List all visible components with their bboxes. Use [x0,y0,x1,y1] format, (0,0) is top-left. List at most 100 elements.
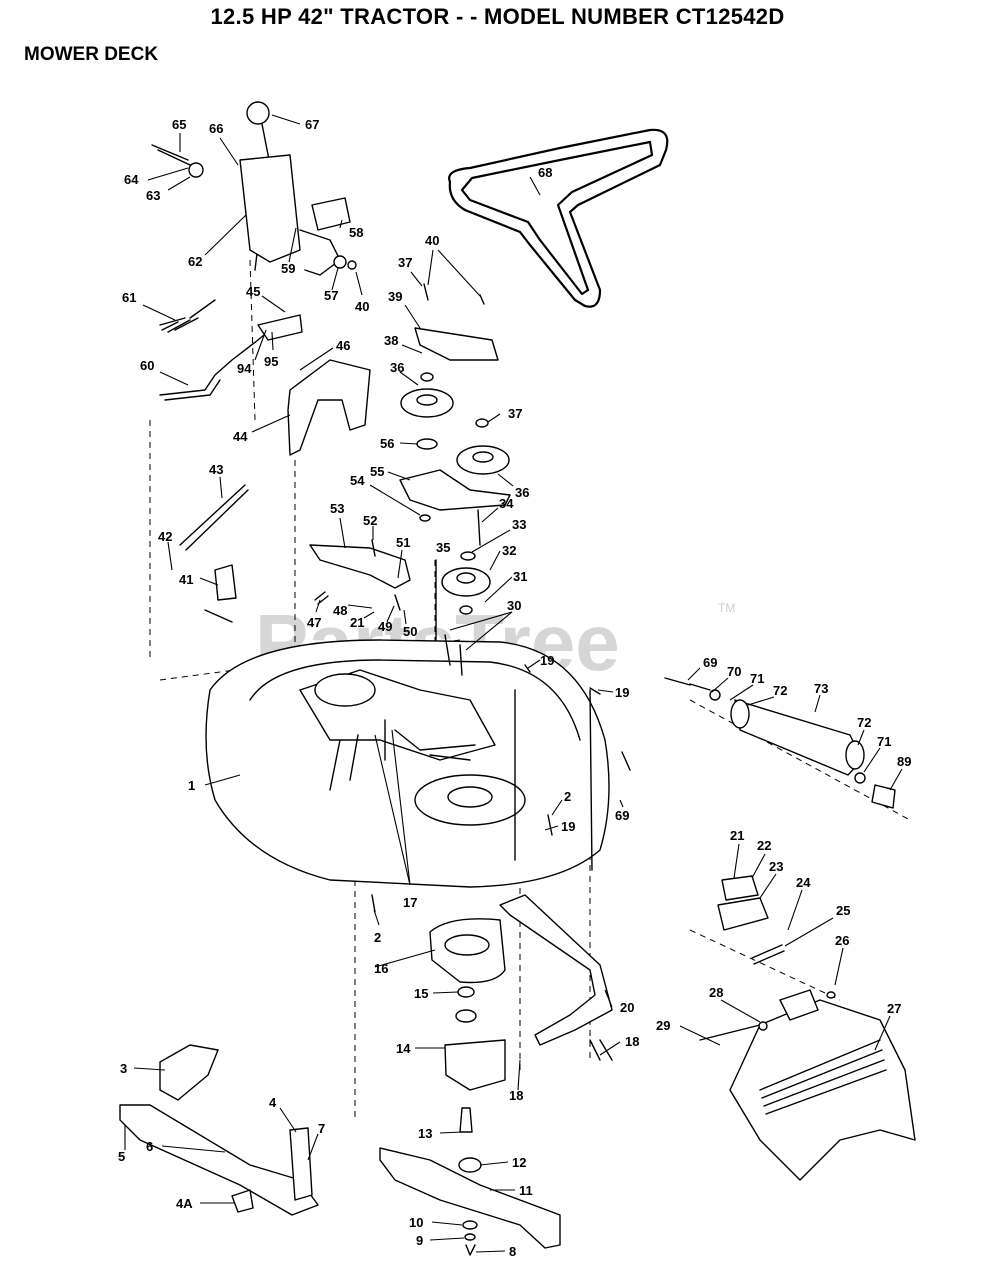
callout-15: 15 [414,986,428,1001]
callout-94: 94 [237,361,252,376]
callout-40-lower: 40 [355,299,369,314]
callout-14: 14 [396,1041,411,1056]
callout-17: 17 [403,895,417,910]
callout-labels: 67 65 66 64 63 62 59 58 57 40 40 37 39 3… [118,117,911,1259]
callout-62: 62 [188,254,202,269]
callout-52: 52 [363,513,377,528]
callout-38: 38 [384,333,398,348]
callout-50: 50 [403,624,417,639]
page-title: 12.5 HP 42" TRACTOR - - MODEL NUMBER CT1… [210,4,785,29]
rear-roller-assembly [664,677,896,809]
callout-60: 60 [140,358,154,373]
callout-37-lower: 37 [508,406,522,421]
callout-19-b: 19 [615,685,629,700]
callout-72-upper: 72 [773,683,787,698]
chute-hinge-assembly [699,875,836,1041]
callout-41: 41 [179,572,193,587]
callout-49: 49 [378,619,392,634]
callout-73: 73 [814,681,828,696]
callout-59: 59 [281,261,295,276]
discharge-chute-27 [729,989,916,1181]
callout-16: 16 [374,961,388,976]
callout-64: 64 [124,172,139,187]
callout-22: 22 [757,838,771,853]
callout-29: 29 [656,1018,670,1033]
belt-cover-44 [287,359,371,456]
spindle-14 [444,986,506,1173]
mower-deck-housing [205,639,610,888]
callout-2-lower: 2 [374,930,381,945]
callout-69-upper: 69 [703,655,717,670]
callout-21-upper: 21 [350,615,364,630]
callout-10: 10 [409,1215,423,1230]
callout-55: 55 [370,464,384,479]
callout-89: 89 [897,754,911,769]
callout-45: 45 [246,284,260,299]
lift-spring-and-link [159,299,303,401]
callout-4A: 4A [176,1196,193,1211]
callout-66: 66 [209,121,223,136]
callout-51: 51 [396,535,410,550]
lift-lever-assembly [151,101,357,276]
callout-69-lower: 69 [615,808,629,823]
callout-5: 5 [118,1149,125,1164]
front-hanger-arm-20 [499,894,613,1046]
callout-7: 7 [318,1121,325,1136]
callout-32: 32 [502,543,516,558]
callout-53: 53 [330,501,344,516]
callout-34: 34 [499,496,514,511]
callout-24: 24 [796,875,811,890]
callout-46: 46 [336,338,350,353]
callout-56: 56 [380,436,394,451]
callout-11: 11 [519,1183,533,1198]
callout-4: 4 [269,1095,277,1110]
callout-54: 54 [350,473,365,488]
callout-71-upper: 71 [750,671,764,686]
mower-blade-11 [379,1147,561,1249]
callout-leader-lines [124,114,903,1253]
callout-36-lower: 36 [515,485,529,500]
callout-58: 58 [349,225,363,240]
callout-26: 26 [835,933,849,948]
callout-63: 63 [146,188,160,203]
blade-bolt-8 [465,1244,476,1256]
idler-pulley-assembly [399,327,511,691]
callout-19-a: 19 [540,653,554,668]
callout-42: 42 [158,529,172,544]
callout-35: 35 [436,540,450,555]
callout-6: 6 [146,1139,153,1154]
drive-belt-68 [448,128,669,308]
idler-arm-53 [309,544,411,589]
front-stabilizer-bracket [119,1044,319,1216]
callout-25: 25 [836,903,850,918]
callout-13: 13 [418,1126,432,1141]
callout-23: 23 [769,859,783,874]
callout-12: 12 [512,1155,526,1170]
callout-30: 30 [507,598,521,613]
callout-18-upper: 18 [625,1034,639,1049]
callout-70: 70 [727,664,741,679]
callout-18-lower: 18 [509,1088,523,1103]
callout-19-c: 19 [561,819,575,834]
callout-95: 95 [264,354,278,369]
callout-71-lower: 71 [877,734,891,749]
callout-57: 57 [324,288,338,303]
callout-3: 3 [120,1061,127,1076]
section-subtitle: MOWER DECK [24,44,159,65]
callout-1: 1 [188,778,195,793]
callout-20: 20 [620,1000,634,1015]
callout-2-upper: 2 [564,789,571,804]
callout-47: 47 [307,615,321,630]
watermark-trademark: TM [718,601,735,615]
callout-61: 61 [122,290,136,305]
callout-8: 8 [509,1244,516,1259]
deck-lift-rod [179,484,249,623]
callout-21-lower: 21 [730,828,744,843]
callout-36-upper: 36 [390,360,404,375]
spindle-housing-16 [429,918,506,984]
callout-72-lower: 72 [857,715,871,730]
callout-40-upper: 40 [425,233,439,248]
callout-37-upper: 37 [398,255,412,270]
callout-48: 48 [333,603,347,618]
